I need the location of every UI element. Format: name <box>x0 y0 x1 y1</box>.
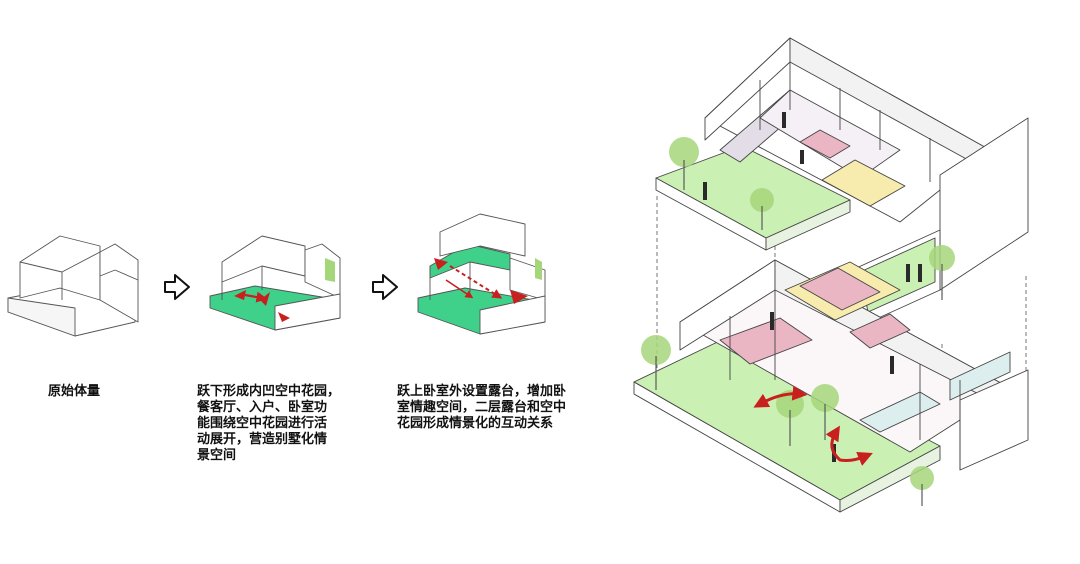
step-caption: 跃上卧室外设置露台，增加卧 室情趣空间，二层露台和空中 花园形成情景化的互动关系 <box>397 384 567 431</box>
upper-floor-plan <box>655 37 1029 331</box>
step-caption: 原始体量 <box>48 384 101 399</box>
circulation-arrow-icon <box>753 385 873 466</box>
right-outline-arrow-icon <box>164 274 190 300</box>
massing-terrace <box>417 213 546 335</box>
tree-trunks <box>655 160 943 506</box>
massing-original <box>7 235 139 337</box>
exploded-axonometric <box>633 37 1029 513</box>
step-caption: 跃下形成内凹空中花园， 餐客厅、入户、卧室功 能围绕空中花园进行活 动展开，营造… <box>197 384 341 463</box>
tree-icon <box>641 137 955 490</box>
massing-sky-garden <box>209 235 341 331</box>
right-outline-arrow-icon <box>372 274 398 300</box>
